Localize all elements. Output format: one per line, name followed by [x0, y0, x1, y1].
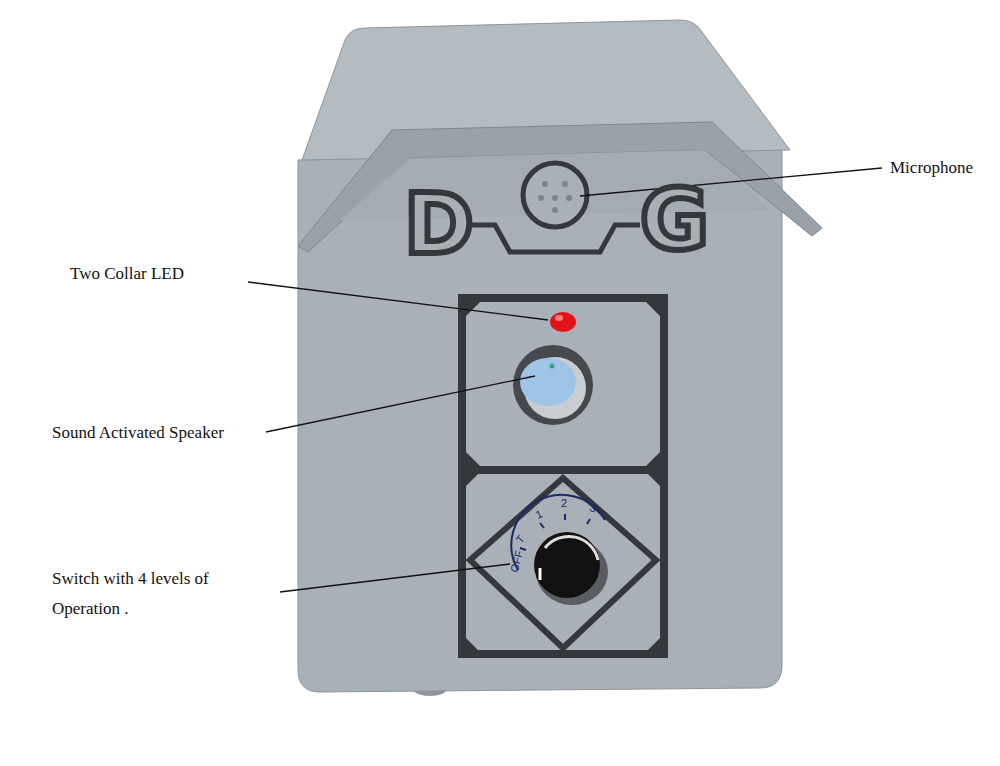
part-label: Switch with 4 levels of Operation . — [52, 564, 257, 624]
part-label: Sound Activated Speaker — [52, 423, 224, 443]
logo-letter: G — [640, 178, 709, 262]
part-label: Microphone — [890, 158, 973, 178]
logo-letter: D — [404, 182, 474, 266]
part-label: Two Collar LED — [70, 264, 184, 284]
dial-mark: 2 — [561, 498, 567, 509]
